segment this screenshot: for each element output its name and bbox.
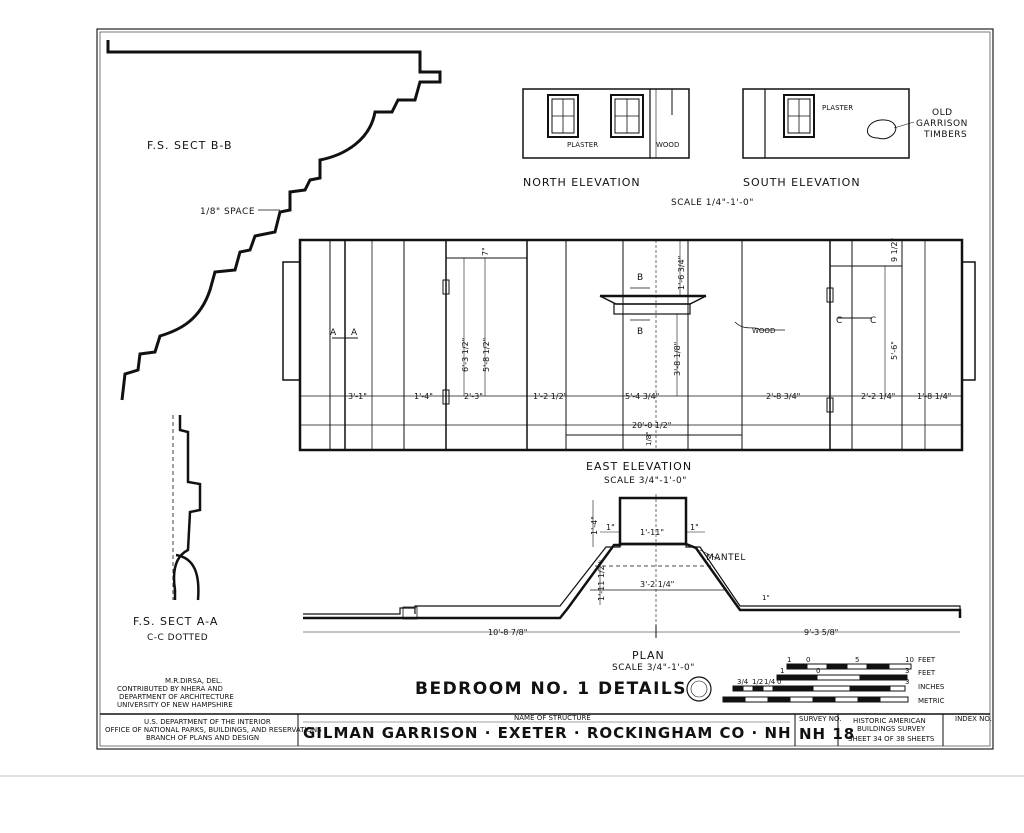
plan-dim-8: 9'-3 5/8" [804, 628, 838, 637]
scale-feet-label: FEET [918, 656, 936, 664]
plan-dim-4: 1" [690, 523, 699, 532]
credit-university: UNIVERSITY OF NEW HAMPSHIRE [117, 701, 233, 709]
east-dim-5: 5'-4 3/4" [625, 392, 659, 401]
scale-feet2-0: 0 [816, 667, 820, 675]
scale-feet2-label: FEET [918, 669, 936, 677]
scale-feet-5: 5 [855, 656, 859, 664]
east-dim-1: 3'-1" [348, 392, 367, 401]
survey-number: NH 18 [799, 725, 855, 743]
scale-feet2-3: 3 [905, 667, 909, 675]
scale-feet-0: 0 [806, 656, 810, 664]
south-plaster-label: PLASTER [822, 104, 853, 112]
east-dim-7: 2'-2 1/4" [861, 392, 895, 401]
east-wood-label: WOOD [752, 327, 775, 335]
plan-dim-2: 1" [606, 523, 615, 532]
east-dim-2: 1'-4" [414, 392, 433, 401]
fireplace-plan [303, 494, 962, 638]
south-old-label: OLD [932, 108, 953, 118]
east-elevation [282, 238, 976, 452]
scale-metric-label: METRIC [918, 697, 945, 705]
title-block [100, 713, 990, 746]
plan-scale: SCALE 3/4"-1'-0" [612, 663, 695, 673]
structure-name: GILMAN GARRISON · EXETER · ROCKINGHAM CO… [303, 724, 792, 742]
east-vdim-2: 5'-8 1/2" [482, 338, 491, 372]
survey-number-label: SURVEY NO. [799, 715, 841, 723]
east-mark-b2: B [637, 327, 644, 337]
south-elevation-title: SOUTH ELEVATION [743, 176, 861, 189]
section-aa-profile [172, 415, 202, 601]
sheet-border [0, 28, 1024, 777]
credit-contributed: CONTRIBUTED BY NHERA AND [117, 685, 223, 693]
scale-in-12: 1/2 [752, 678, 763, 686]
index-number-label: INDEX NO. [955, 715, 992, 723]
sheet-count: SHEET 34 OF 38 SHEETS [848, 735, 935, 743]
east-mark-c1: C [836, 316, 843, 326]
east-vdim-4: 3'-8 1/8" [673, 342, 682, 376]
plan-dim-1: 1'-4" [590, 516, 599, 535]
east-dim-6: 2'-8 3/4" [766, 392, 800, 401]
habs-seal [686, 676, 712, 702]
east-dim-3: 2'-3" [464, 392, 483, 401]
scale-in-3: 3 [905, 678, 909, 686]
east-vdim-6: 9 1/2" [890, 238, 899, 262]
agency-line-2: OFFICE OF NATIONAL PARKS, BUILDINGS, AND… [105, 726, 322, 734]
plan-mantel-label: MANTEL [706, 553, 746, 563]
east-small-dim: 1/8" [645, 432, 653, 447]
east-dim-4: 1'-2 1/2" [533, 392, 567, 401]
east-vdim-7: 7" [481, 247, 490, 256]
scale-inches-label: INCHES [918, 683, 945, 691]
east-vdim-1: 6'-3 1/2" [461, 338, 470, 372]
section-aa-label: F.S. SECT A-A [133, 615, 218, 628]
east-mark-a2: A [351, 328, 358, 338]
space-note: 1/8" SPACE [200, 207, 255, 217]
scale-in-34: 3/4 [737, 678, 749, 686]
scale-feet-1: 1 [787, 656, 791, 664]
east-dim-8: 1'-8 1/4" [917, 392, 951, 401]
section-bb-profile [106, 40, 442, 401]
plan-tiny-dim: 1" [762, 594, 770, 602]
east-elevation-scale: SCALE 3/4"-1'-0" [604, 476, 687, 486]
south-elevation [742, 88, 915, 159]
scale-feet2-1: 1 [780, 667, 784, 675]
section-bb-label: F.S. SECT B-B [147, 139, 233, 152]
plan-dim-3: 1'-11" [640, 528, 664, 537]
east-mark-c2: C [870, 316, 877, 326]
south-garrison-label: GARRISON [916, 119, 968, 129]
plan-title: PLAN [632, 649, 665, 662]
habs-line-1: HISTORIC AMERICAN [853, 717, 926, 725]
east-mark-b1: B [637, 273, 644, 283]
plan-dim-7: 10'-8 7/8" [488, 628, 527, 637]
cc-dotted-note: C-C DOTTED [147, 633, 208, 643]
scale-in-0: 0 [777, 678, 781, 686]
habs-line-2: BUILDINGS SURVEY [857, 725, 926, 733]
agency-line-3: BRANCH OF PLANS AND DESIGN [146, 734, 259, 742]
east-mark-a1: A [330, 328, 337, 338]
agency-line-1: U.S. DEPARTMENT OF THE INTERIOR [144, 718, 271, 726]
structure-name-label: NAME OF STRUCTURE [514, 714, 591, 722]
east-elevation-title: EAST ELEVATION [586, 460, 692, 473]
plan-dim-6: 1'-11 1/2" [597, 562, 606, 601]
south-timbers-label: TIMBERS [923, 130, 967, 140]
graphic-scale [722, 663, 912, 703]
east-overall-dim: 20'-0 1/2" [632, 421, 671, 430]
east-vdim-3: 1'-6 3/4" [677, 256, 686, 290]
elevations-scale: SCALE 1/4"-1'-0" [671, 198, 754, 208]
sheet-title: BEDROOM NO. 1 DETAILS [415, 679, 687, 699]
credit-delineator: M.R.DIRSA, DEL. [165, 677, 222, 685]
east-vdim-5: 5'-6" [890, 341, 899, 360]
north-plaster-label: PLASTER [567, 141, 598, 149]
credit-department: DEPARTMENT OF ARCHITECTURE [119, 693, 234, 701]
north-elevation-title: NORTH ELEVATION [523, 176, 641, 189]
north-wood-label: WOOD [656, 141, 679, 149]
plan-dim-5: 3'-2 1/4" [640, 580, 674, 589]
north-elevation [522, 88, 690, 159]
scale-in-14: 1/4 [764, 678, 776, 686]
scale-feet-10: 10 [905, 656, 914, 664]
